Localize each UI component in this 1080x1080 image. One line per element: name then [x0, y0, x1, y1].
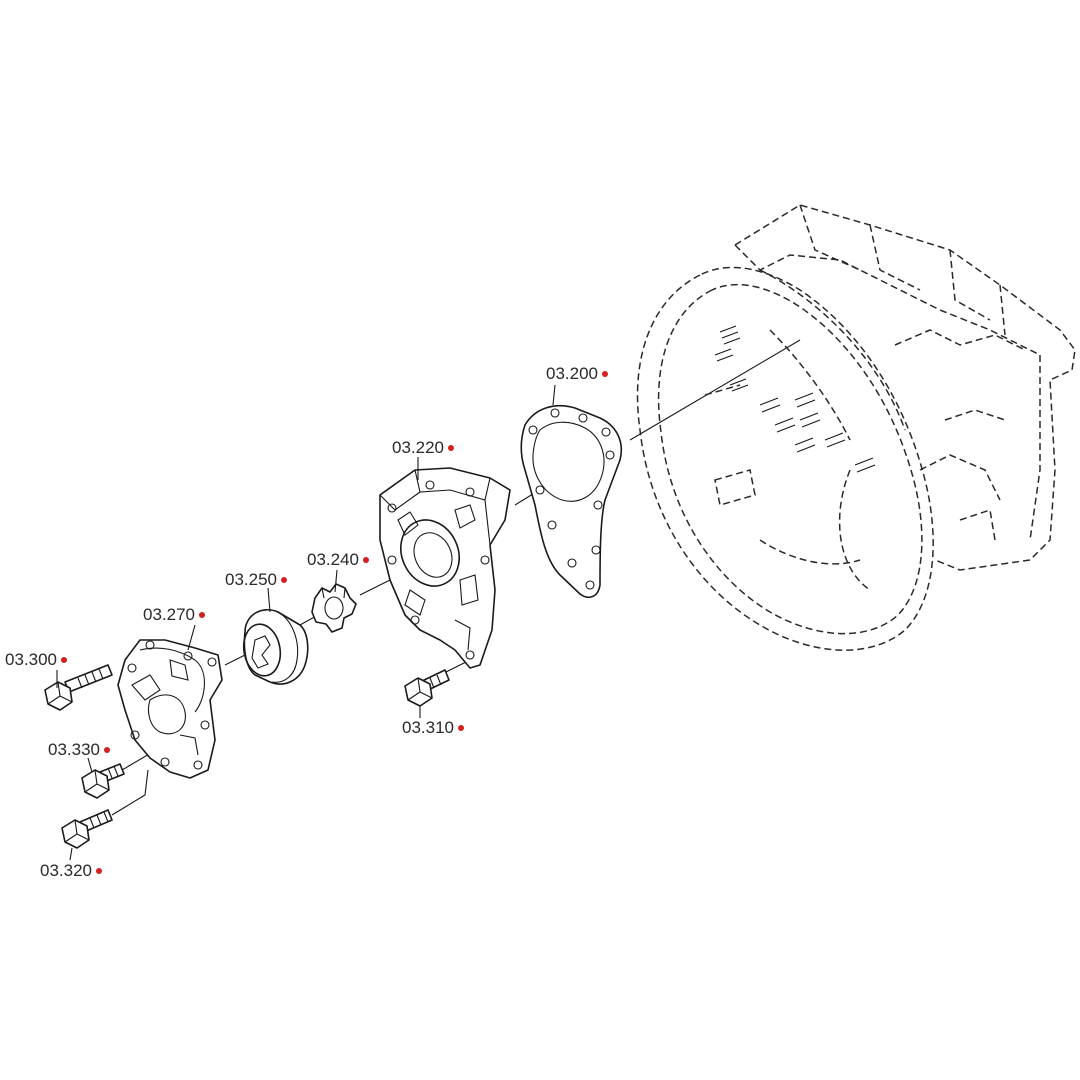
- marker-dot: [363, 556, 369, 563]
- callout-label: 03.270: [143, 605, 195, 624]
- inner-rotor-part: [311, 583, 357, 633]
- callout-label: 03.220: [392, 438, 444, 457]
- callout-03-270[interactable]: 03.270: [143, 605, 205, 625]
- marker-dot: [602, 370, 608, 377]
- bolt-03300-part: [44, 664, 113, 711]
- marker-dot: [61, 656, 67, 663]
- callout-label: 03.200: [546, 364, 598, 383]
- gasket-part: [520, 404, 622, 599]
- marker-dot: [96, 867, 102, 874]
- transmission-housing: [636, 204, 1076, 651]
- bolt-03330-part: [81, 763, 125, 799]
- marker-dot: [458, 724, 464, 731]
- leader-lines: [56, 384, 556, 861]
- callout-03-220[interactable]: 03.220: [392, 438, 454, 458]
- callout-label: 03.300: [5, 650, 57, 669]
- outer-rotor-part: [242, 608, 309, 685]
- marker-dot: [199, 611, 205, 618]
- callout-03-200[interactable]: 03.200: [546, 364, 608, 384]
- bolt-03310-part: [404, 669, 450, 707]
- callout-03-310[interactable]: 03.310: [402, 718, 464, 738]
- callout-03-330[interactable]: 03.330: [48, 740, 110, 760]
- bolt-03320-part: [61, 809, 113, 849]
- callout-label: 03.250: [225, 570, 277, 589]
- callout-03-300[interactable]: 03.300: [5, 650, 67, 670]
- marker-dot: [281, 576, 287, 583]
- marker-dot: [104, 746, 110, 753]
- callout-label: 03.310: [402, 718, 454, 737]
- callout-label: 03.330: [48, 740, 100, 759]
- pump-housing-part: [379, 467, 511, 669]
- callout-03-320[interactable]: 03.320: [40, 861, 102, 881]
- callout-label: 03.240: [307, 550, 359, 569]
- callout-label: 03.320: [40, 861, 92, 880]
- marker-dot: [448, 444, 454, 451]
- callout-03-250[interactable]: 03.250: [225, 570, 287, 590]
- callout-03-240[interactable]: 03.240: [307, 550, 369, 570]
- pump-cover-part: [117, 639, 223, 779]
